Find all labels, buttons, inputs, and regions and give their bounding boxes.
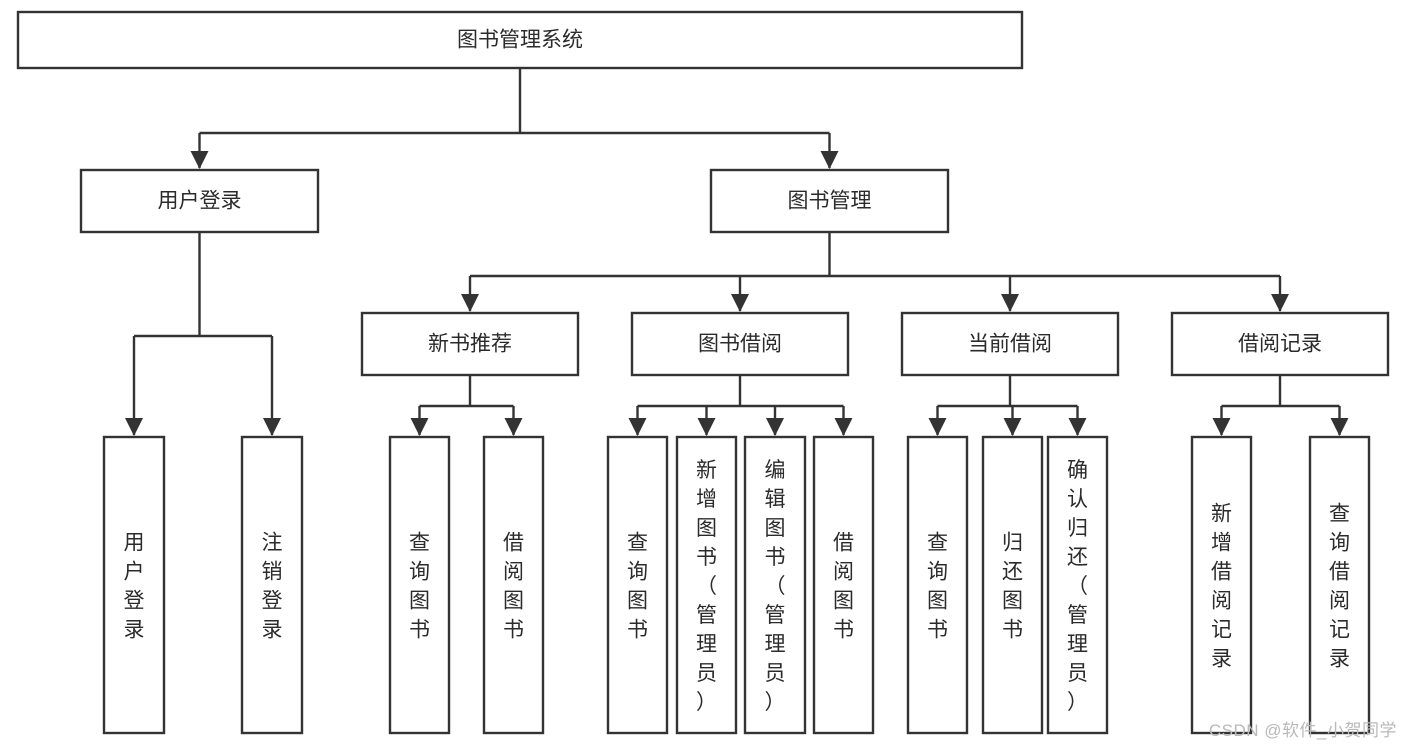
node-leaf-add-record[interactable]: 新增借阅记录	[1190, 435, 1253, 735]
arrow-down-icon	[834, 418, 853, 436]
node-box[interactable]	[482, 435, 545, 735]
node-label: 借阅图书	[503, 532, 524, 642]
node-label: 借阅图书	[833, 532, 854, 642]
connector-edges	[125, 68, 1349, 436]
node-new-book-recommend[interactable]: 新书推荐	[360, 311, 580, 377]
node-label: 编辑图书（管理员）	[765, 459, 786, 714]
node-label: 查询图书	[409, 532, 430, 642]
node-leaf-edit-book[interactable]: 编辑图书（管理员）	[743, 435, 807, 735]
arrow-down-icon	[928, 418, 947, 436]
node-box[interactable]	[1170, 311, 1390, 377]
arrow-down-icon	[697, 418, 716, 436]
arrow-down-icon	[1003, 418, 1022, 436]
arrow-down-icon	[1001, 294, 1019, 312]
arrow-down-icon	[190, 151, 209, 169]
node-box[interactable]	[16, 10, 1024, 70]
node-label: 用户登录	[124, 532, 145, 642]
node-box[interactable]	[630, 311, 850, 377]
arrow-down-icon	[504, 418, 523, 436]
arrow-down-icon	[125, 418, 143, 436]
node-leaf-query-book-1[interactable]: 查询图书	[388, 435, 451, 735]
node-box[interactable]	[102, 435, 166, 735]
arrow-down-icon	[766, 418, 784, 436]
node-label: 当前借阅	[968, 333, 1052, 356]
node-leaf-confirm-return[interactable]: 确认归还（管理员）	[1046, 435, 1109, 735]
node-label: 用户登录	[158, 190, 242, 213]
node-leaf-borrow-book-1[interactable]: 借阅图书	[482, 435, 545, 735]
arrow-down-icon	[1271, 294, 1289, 312]
node-label: 新书推荐	[428, 333, 512, 356]
node-box[interactable]	[79, 168, 320, 234]
node-book-manage[interactable]: 图书管理	[709, 168, 950, 234]
node-user-login[interactable]: 用户登录	[79, 168, 320, 234]
node-label: 新增图书（管理员）	[696, 459, 717, 714]
node-book-borrow[interactable]: 图书借阅	[630, 311, 850, 377]
node-box[interactable]	[981, 435, 1044, 735]
node-leaf-borrow-book-2[interactable]: 借阅图书	[812, 435, 875, 735]
node-box[interactable]	[900, 311, 1120, 377]
node-box[interactable]	[1046, 435, 1109, 735]
node-leaf-query-book-3[interactable]: 查询图书	[906, 435, 969, 735]
node-box[interactable]	[606, 435, 669, 735]
arrow-down-icon	[410, 418, 429, 436]
arrow-down-icon	[628, 418, 647, 436]
node-box[interactable]	[675, 435, 738, 735]
node-box[interactable]	[360, 311, 580, 377]
node-box[interactable]	[388, 435, 451, 735]
node-label: 确认归还（管理员）	[1067, 459, 1088, 714]
node-leaf-return-book[interactable]: 归还图书	[981, 435, 1044, 735]
node-label: 查询图书	[627, 532, 648, 642]
node-label: 新增借阅记录	[1211, 503, 1232, 671]
arrow-down-icon	[820, 151, 839, 169]
diagram-nodes: 图书管理系统用户登录图书管理新书推荐图书借阅当前借阅借阅记录用户登录注销登录查询…	[16, 10, 1390, 735]
arrow-down-icon	[1068, 418, 1087, 436]
node-borrow-record[interactable]: 借阅记录	[1170, 311, 1390, 377]
node-leaf-query-book-2[interactable]: 查询图书	[606, 435, 669, 735]
watermark-text: CSDN @软件_小贺同学	[1208, 721, 1397, 740]
node-label: 查询借阅记录	[1329, 503, 1350, 671]
node-box[interactable]	[743, 435, 807, 735]
node-leaf-logout[interactable]: 注销登录	[240, 435, 304, 735]
node-root[interactable]: 图书管理系统	[16, 10, 1024, 70]
node-leaf-user-login[interactable]: 用户登录	[102, 435, 166, 735]
node-label: 查询图书	[927, 532, 948, 642]
node-label: 图书管理	[788, 190, 872, 213]
node-box[interactable]	[812, 435, 875, 735]
node-label: 图书管理系统	[457, 29, 583, 52]
node-leaf-add-book[interactable]: 新增图书（管理员）	[675, 435, 738, 735]
arrow-down-icon	[461, 294, 479, 312]
node-label: 图书借阅	[698, 333, 782, 356]
node-current-borrow[interactable]: 当前借阅	[900, 311, 1120, 377]
node-box[interactable]	[240, 435, 304, 735]
arrow-down-icon	[263, 418, 281, 436]
arrow-down-icon	[731, 294, 749, 312]
arrow-down-icon	[1212, 418, 1231, 436]
node-box[interactable]	[1190, 435, 1253, 735]
node-leaf-query-record[interactable]: 查询借阅记录	[1308, 435, 1371, 735]
node-box[interactable]	[1308, 435, 1371, 735]
node-box[interactable]	[906, 435, 969, 735]
node-label: 归还图书	[1002, 532, 1023, 642]
arrow-down-icon	[1330, 418, 1349, 436]
node-label: 注销登录	[262, 532, 283, 642]
node-label: 借阅记录	[1238, 333, 1322, 356]
node-box[interactable]	[709, 168, 950, 234]
